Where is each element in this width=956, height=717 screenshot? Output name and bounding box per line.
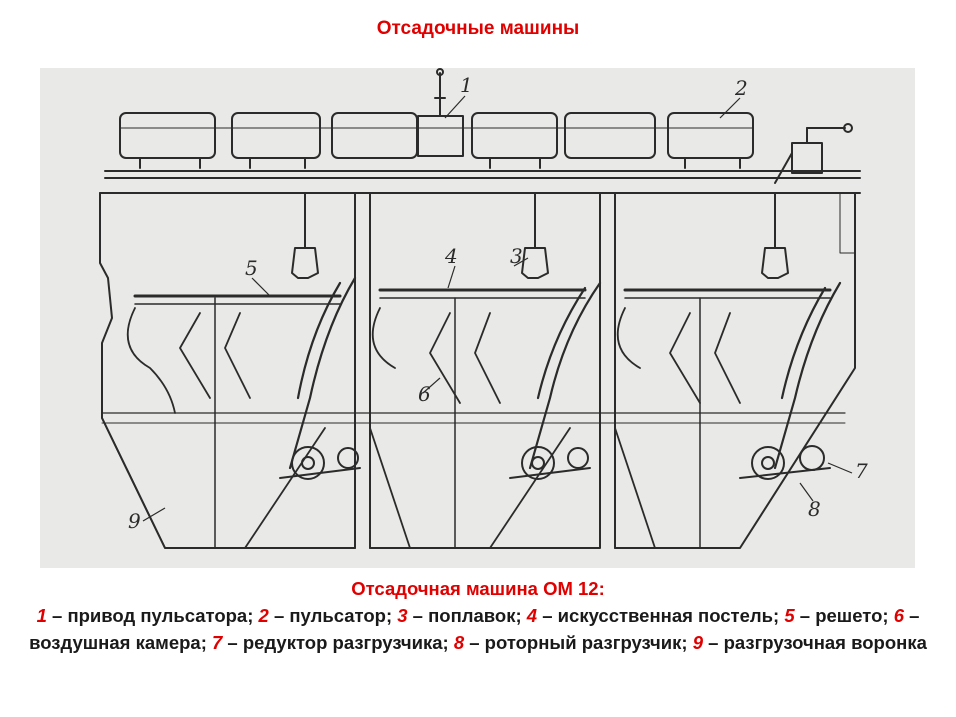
callout-7: 7	[855, 459, 868, 483]
callout-8: 8	[808, 497, 821, 521]
floats	[291, 192, 789, 279]
right-drive-mechanism	[774, 123, 853, 184]
caption-title: Отсадочная машина ОМ 12:	[351, 578, 605, 599]
discharge-chutes	[288, 276, 842, 470]
legend-text-5: – решето;	[794, 605, 894, 626]
air-chambers	[126, 307, 741, 414]
legend-num-5: 5	[784, 605, 795, 626]
om12-jig-machine-diagram: 1 2 3 4 5 6 7 8 9	[99, 68, 868, 549]
legend-text-7: – редуктор разгрузчика;	[222, 632, 454, 653]
legend-num-9: 9	[692, 632, 704, 653]
callout-3: 3	[510, 244, 523, 268]
figure-caption: Отсадочная машина ОМ 12: 1 – привод пуль…	[20, 575, 936, 656]
legend-num-2: 2	[258, 605, 269, 626]
legend-text-1: – привод пульсатора;	[46, 605, 259, 626]
callout-4: 4	[444, 244, 458, 268]
callout-5: 5	[245, 256, 258, 280]
legend-text-9: – разгрузочная воронка	[703, 632, 927, 653]
sieve-rows	[133, 288, 832, 298]
callout-9: 9	[128, 509, 141, 533]
legend-num-1: 1	[36, 605, 47, 626]
pulsator-units	[119, 112, 754, 169]
legend-text-8: – роторный разгрузчик;	[464, 632, 693, 653]
caption-legend: 1 – привод пульсатора; 2 – пульсатор; 3 …	[20, 602, 936, 656]
legend-num-6: 6	[893, 605, 904, 626]
machine-drawing: 1 2 3 4 5 6 7 8 9	[40, 68, 915, 568]
callout-1: 1	[460, 73, 473, 97]
legend-text-3: – поплавок;	[407, 605, 527, 626]
slide-title: Отсадочные машины	[376, 18, 580, 39]
legend-text-2: – пульсатор;	[268, 605, 398, 626]
legend-num-4: 4	[526, 605, 538, 626]
legend-num-3: 3	[397, 605, 408, 626]
legend-num-7: 7	[212, 632, 223, 653]
legend-text-6: – воздушная камера;	[29, 605, 920, 653]
discharge-hoppers	[101, 417, 656, 549]
pulsator-drive	[417, 68, 464, 157]
callout-labels: 1 2 3 4 5 6 7 8 9	[128, 73, 868, 533]
callout-2: 2	[734, 76, 748, 100]
legend-text-4: – искусственная постель;	[537, 605, 785, 626]
callout-6: 6	[418, 382, 431, 406]
legend-num-8: 8	[453, 632, 465, 653]
